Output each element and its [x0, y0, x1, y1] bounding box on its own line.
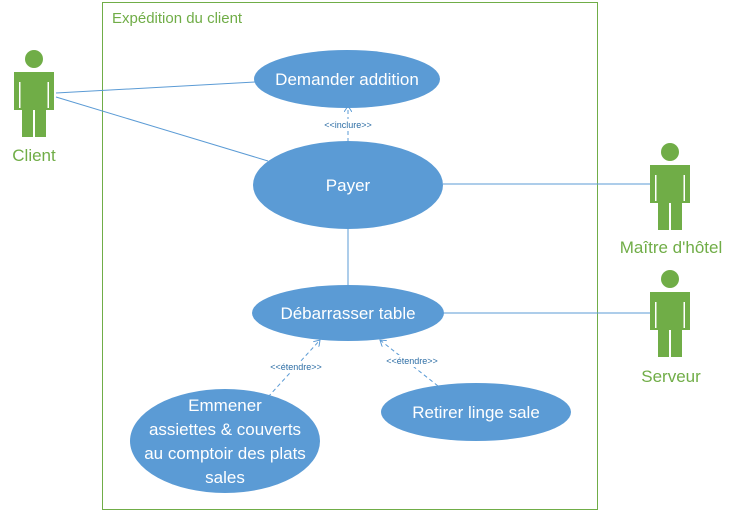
actor-client	[14, 50, 54, 137]
actor-client-label: Client	[12, 146, 56, 165]
svg-text:au comptoir des plats: au comptoir des plats	[144, 444, 306, 463]
use-case-demander-addition: Demander addition	[254, 50, 440, 108]
association-client-demander	[55, 81, 256, 94]
system-boundary	[102, 2, 598, 510]
include-label: <<inclure>>	[324, 120, 372, 130]
svg-text:Emmener: Emmener	[188, 396, 262, 415]
use-case-emmener-assiettes: Emmener assiettes & couverts au comptoir…	[130, 389, 320, 493]
svg-text:Retirer linge sale: Retirer linge sale	[412, 403, 540, 422]
svg-text:Payer: Payer	[326, 176, 371, 195]
actor-serveur	[650, 270, 690, 357]
svg-text:sales: sales	[205, 468, 245, 487]
svg-text:Demander addition: Demander addition	[275, 70, 419, 89]
actor-serveur-label: Serveur	[641, 367, 701, 386]
svg-text:assiettes & couverts: assiettes & couverts	[149, 420, 301, 439]
use-case-debarrasser-table: Débarrasser table	[252, 285, 444, 341]
extend-label-1: <<étendre>>	[270, 362, 322, 372]
use-case-retirer-linge: Retirer linge sale	[381, 383, 571, 441]
person-icon	[14, 50, 54, 137]
extend-label-2: <<étendre>>	[386, 356, 438, 366]
actor-maitre-d-hotel	[650, 143, 690, 230]
person-icon	[650, 270, 690, 357]
svg-text:Débarrasser table: Débarrasser table	[280, 304, 415, 323]
person-icon	[650, 143, 690, 230]
actor-maitre-label: Maître d'hôtel	[620, 238, 722, 257]
association-client-payer	[55, 96, 269, 162]
system-title: Expédition du client	[112, 10, 243, 27]
use-case-payer: Payer	[253, 141, 443, 229]
